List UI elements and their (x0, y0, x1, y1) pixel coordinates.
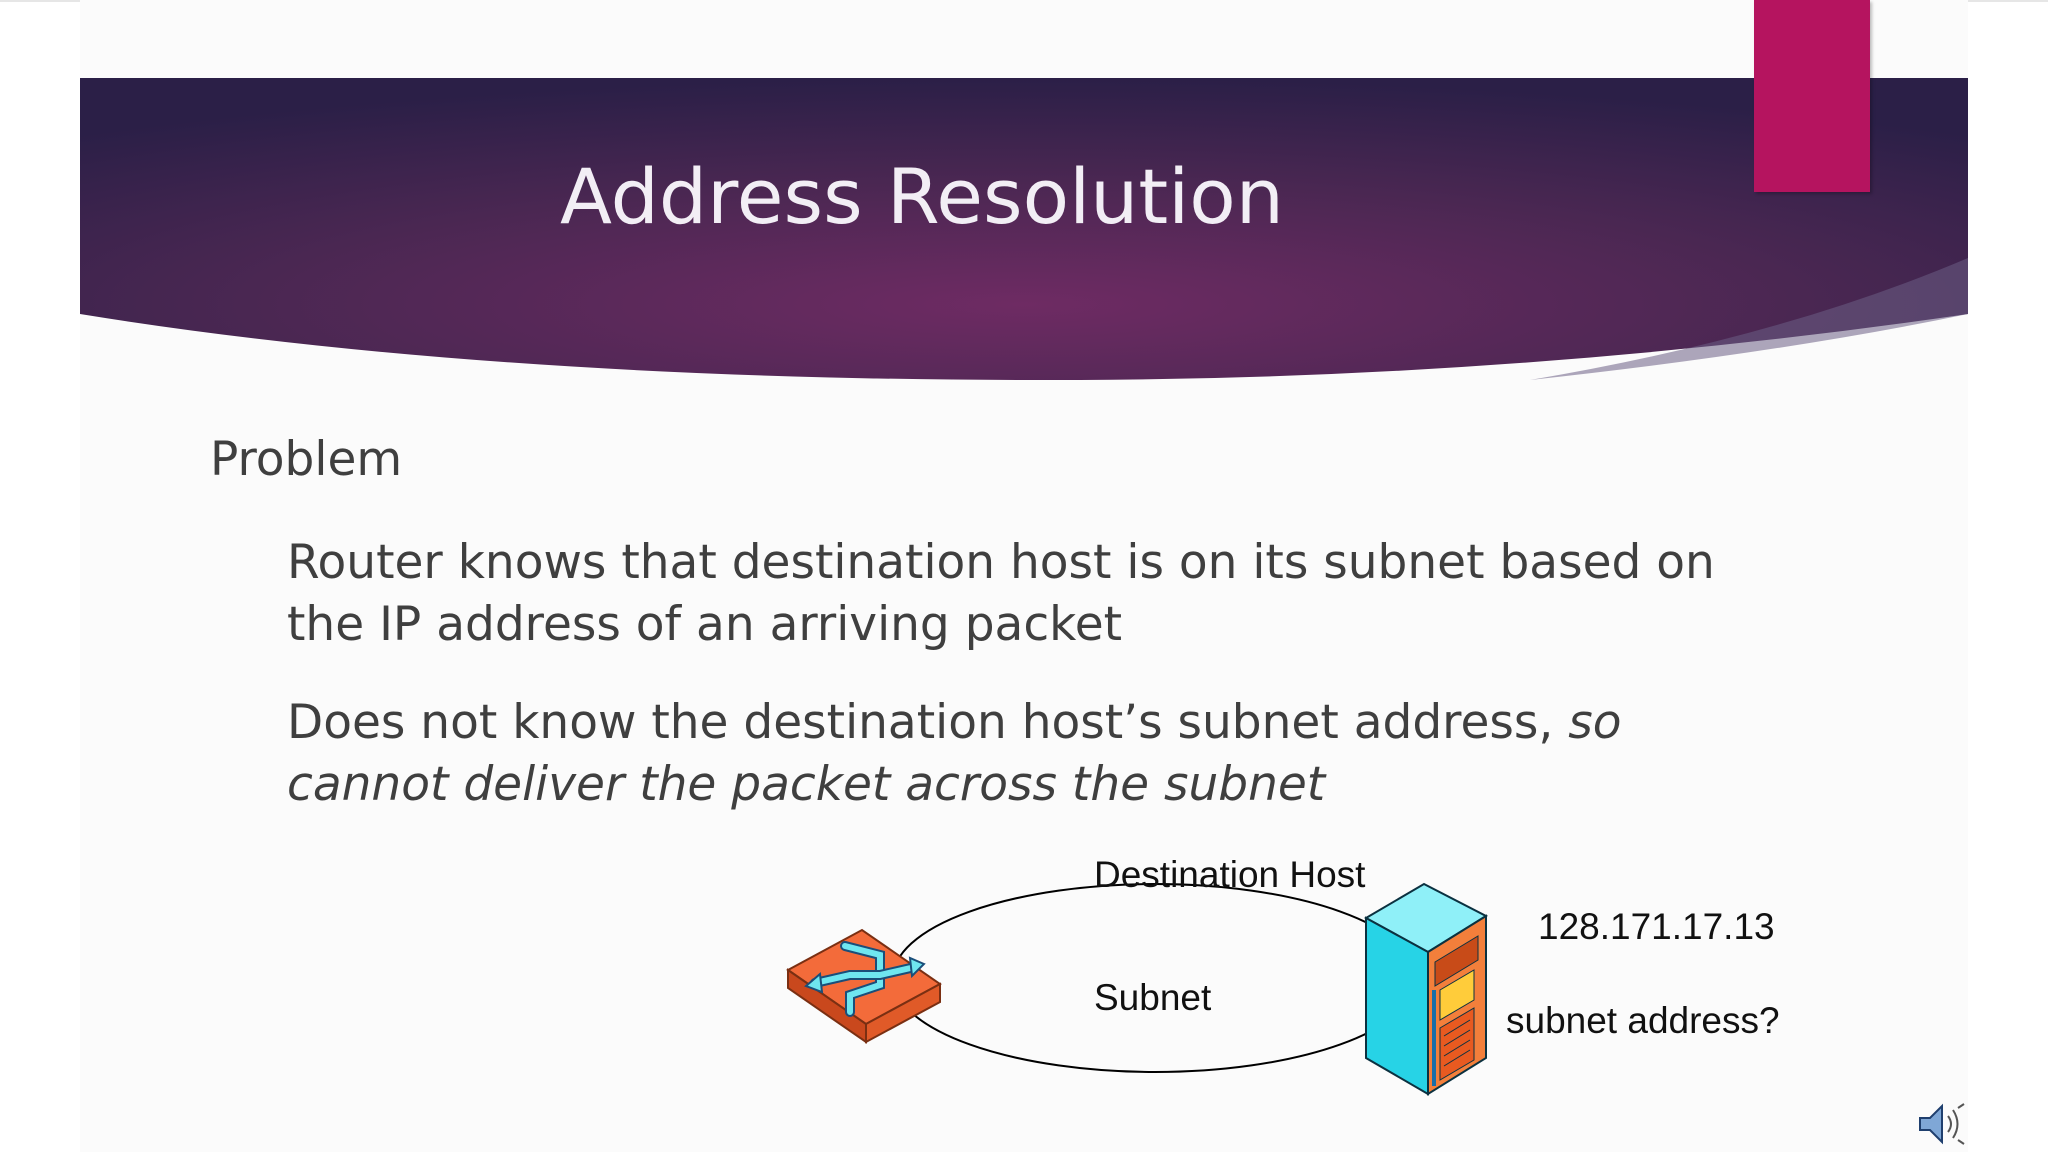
network-diagram (786, 882, 1489, 1096)
bullet-line: the IP address of an arriving packet (287, 597, 1123, 652)
server-icon (1363, 882, 1489, 1096)
bullet-line: Does not know the destination host’s sub… (287, 692, 1621, 754)
title-banner (80, 78, 1968, 381)
bullet-text-italic: so (1568, 695, 1622, 750)
bullet-does-not-know: Does not know the destination host’s sub… (287, 692, 1621, 816)
destination-host-label: Destination Host (1094, 854, 1366, 895)
ip-address-label: 128.171.17.13 (1538, 906, 1775, 947)
bullet-router-knows: Router knows that destination host is on… (287, 532, 1715, 656)
bullet-text-regular: Does not know the destination host’s sub… (287, 695, 1569, 750)
bullet-line: Router knows that destination host is on… (287, 535, 1715, 590)
bullet-line-italic: cannot deliver the packet across the sub… (287, 757, 1326, 812)
subnet-address-question: subnet address? (1506, 1000, 1780, 1041)
slide-title: Address Resolution (560, 152, 1284, 241)
speaker-icon[interactable] (1914, 1098, 1966, 1150)
heading-problem: Problem (210, 432, 403, 487)
accent-tab (1754, 0, 1870, 192)
subnet-label: Subnet (1094, 977, 1212, 1018)
router-icon (786, 928, 942, 1044)
